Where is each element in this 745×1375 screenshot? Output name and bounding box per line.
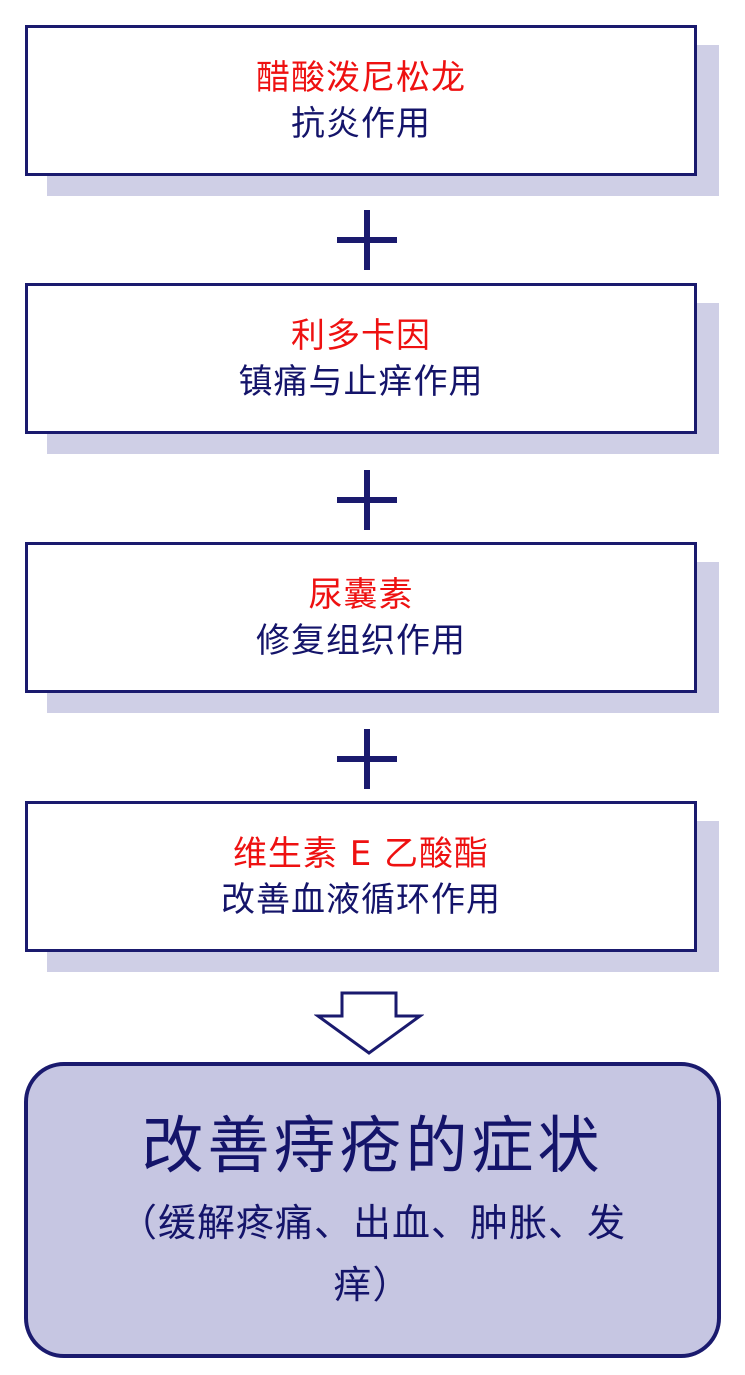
step-2-effect: 镇痛与止痒作用 — [238, 361, 484, 402]
step-4-box: 维生素 E 乙酸酯 改善血液循环作用 — [25, 801, 697, 952]
step-4-effect: 改善血液循环作用 — [221, 879, 501, 920]
step-3-effect: 修复组织作用 — [256, 620, 466, 661]
step-4-ingredient: 维生素 E 乙酸酯 — [232, 833, 490, 874]
step-3-box: 尿囊素 修复组织作用 — [25, 542, 697, 693]
result-headline: 改善痔疮的症状 — [141, 1109, 604, 1182]
result-detail: （缓解疼痛、出血、肿胀、发痒） — [118, 1201, 626, 1307]
result-box: 改善痔疮的症状 （缓解疼痛、出血、肿胀、发痒） — [24, 1062, 721, 1358]
plus-icon — [337, 470, 397, 530]
plus-icon — [337, 729, 397, 789]
step-1: 醋酸泼尼松龙 抗炎作用 — [25, 25, 719, 196]
plus-icon — [337, 210, 397, 270]
step-2: 利多卡因 镇痛与止痒作用 — [25, 283, 719, 454]
step-4: 维生素 E 乙酸酯 改善血液循环作用 — [25, 801, 719, 972]
step-2-box: 利多卡因 镇痛与止痒作用 — [25, 283, 697, 434]
step-2-ingredient: 利多卡因 — [291, 315, 431, 356]
step-1-effect: 抗炎作用 — [291, 103, 431, 144]
step-1-box: 醋酸泼尼松龙 抗炎作用 — [25, 25, 697, 176]
step-3-ingredient: 尿囊素 — [308, 574, 414, 615]
step-3: 尿囊素 修复组织作用 — [25, 542, 719, 713]
step-1-ingredient: 醋酸泼尼松龙 — [256, 57, 466, 98]
down-arrow-icon — [314, 991, 424, 1055]
